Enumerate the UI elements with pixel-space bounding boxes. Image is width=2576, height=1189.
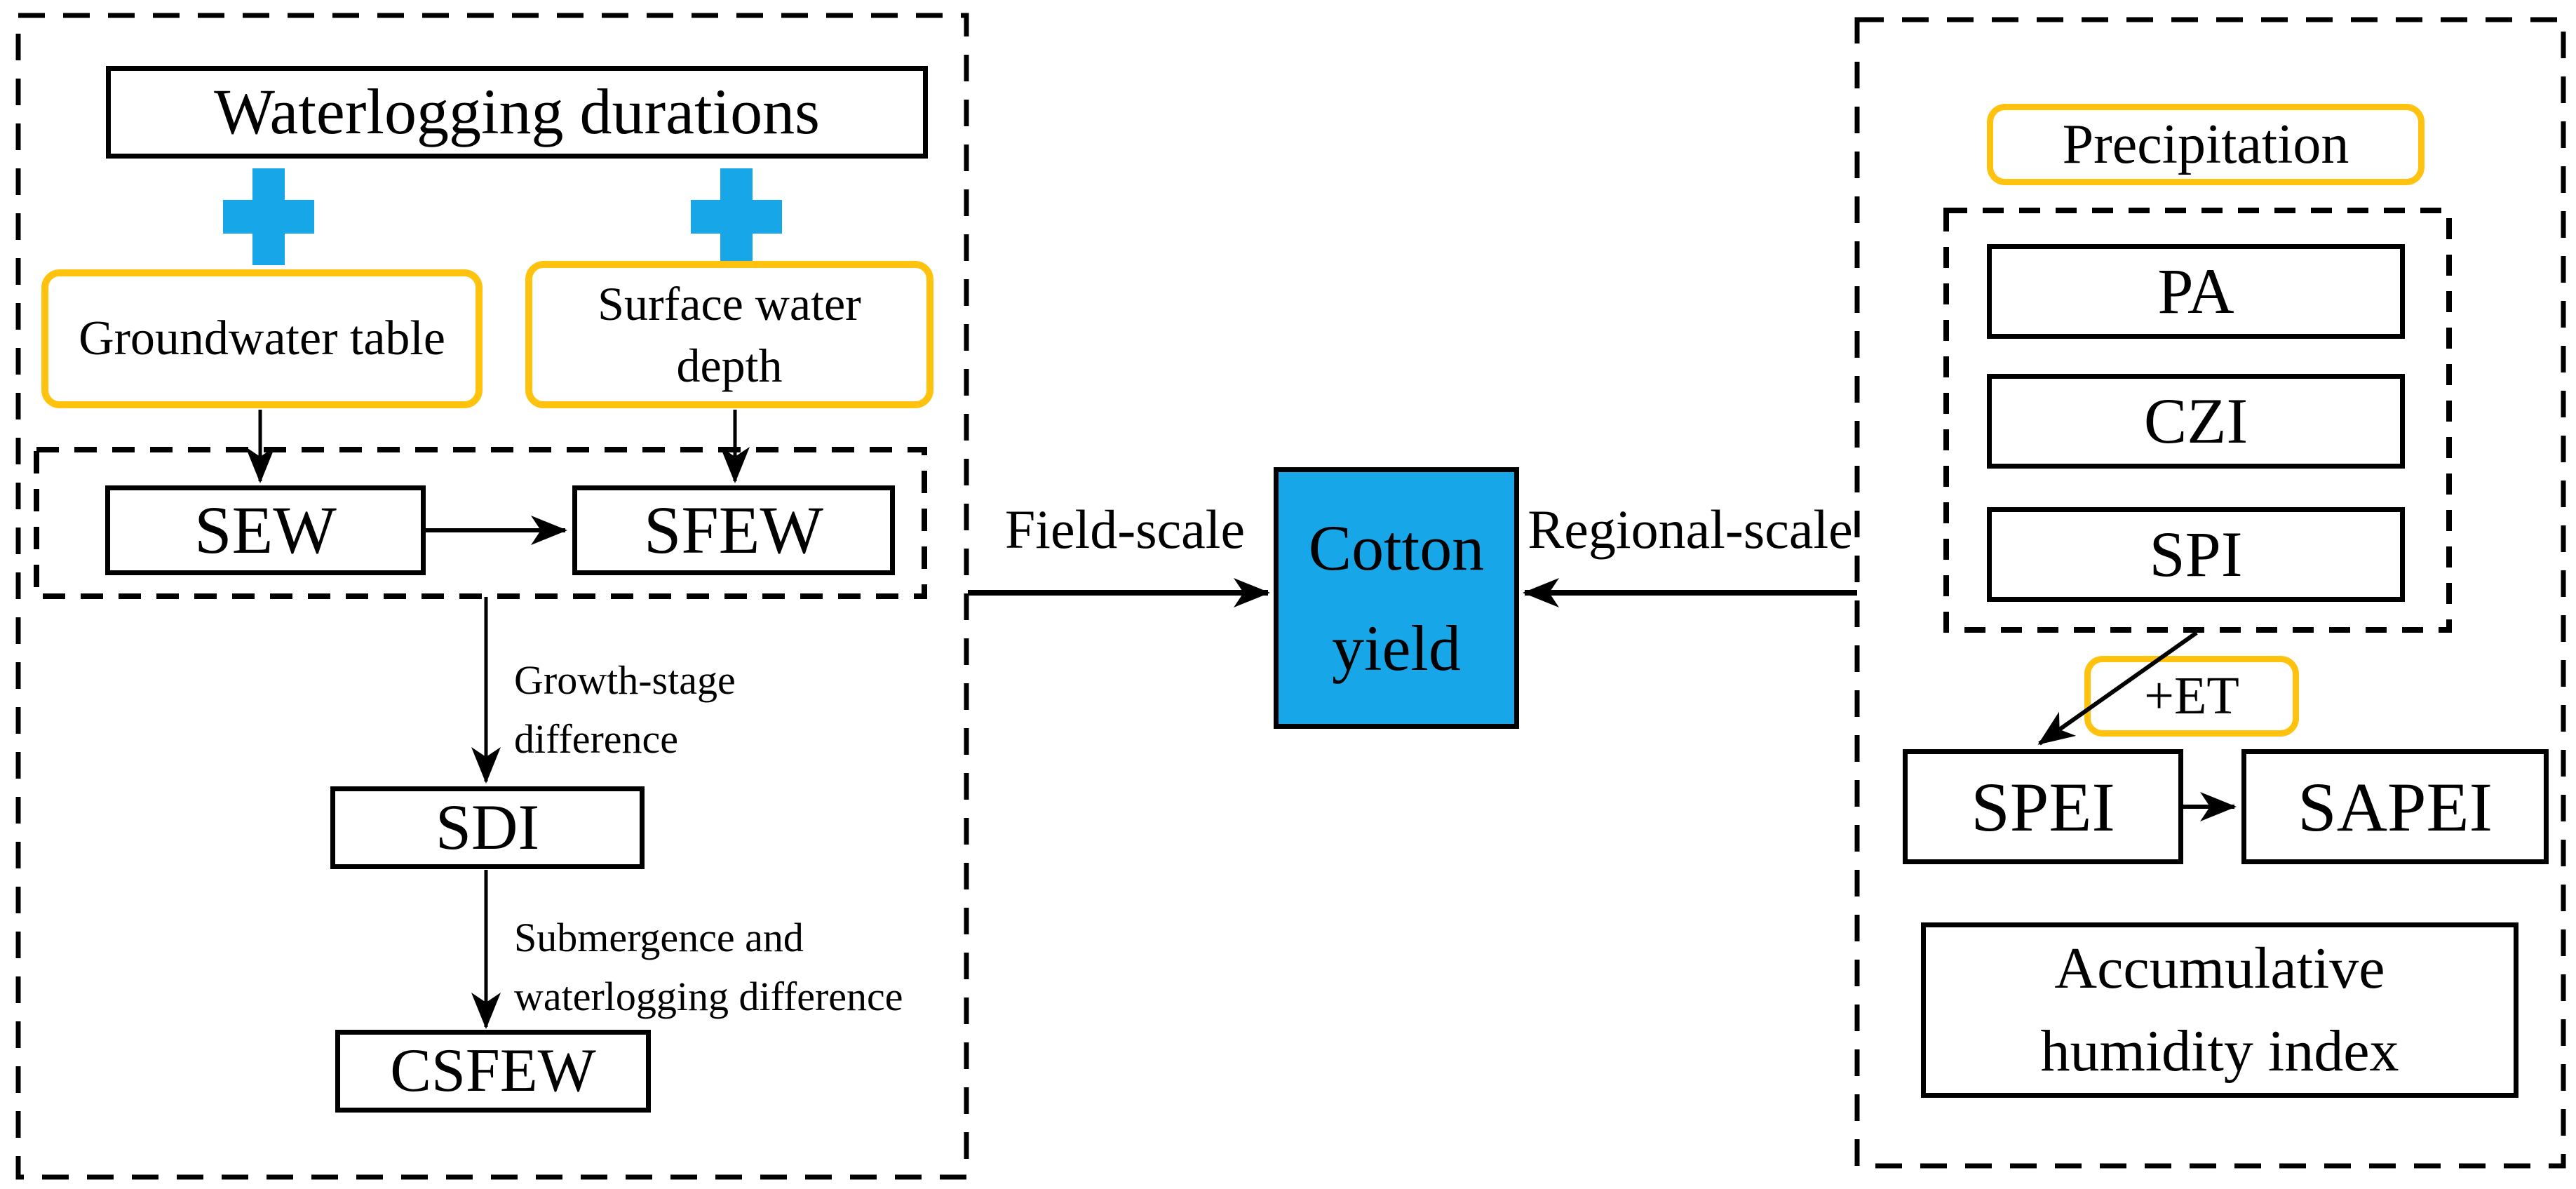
precipitation-label: Precipitation	[2062, 114, 2349, 175]
spei-box: SPEI	[1903, 749, 2183, 864]
sfew-label: SFEW	[643, 492, 824, 567]
plus-icon	[691, 168, 782, 265]
czi-label: CZI	[2143, 384, 2248, 457]
surface-water-depth-line2: depth	[676, 339, 783, 392]
surface-water-depth-box: Surface water depth	[525, 261, 933, 408]
plus-icon-horizontal-bar	[223, 200, 314, 234]
spi-label: SPI	[2149, 518, 2243, 590]
spi-box: SPI	[1987, 507, 2405, 602]
et-box: +ET	[2084, 656, 2299, 737]
surface-water-depth-line1: Surface water	[598, 276, 861, 330]
sew-label: SEW	[194, 492, 337, 567]
plus-icon-horizontal-bar	[691, 200, 782, 234]
sdi-label: SDI	[435, 791, 540, 864]
growth-stage-note: Growth-stage difference	[514, 651, 736, 769]
field-scale-text: Field-scale	[1004, 499, 1246, 560]
submergence-note-line2: waterlogging difference	[514, 974, 903, 1020]
sfew-box: SFEW	[572, 485, 895, 575]
cotton-yield-line1: Cotton	[1308, 511, 1485, 584]
cotton-yield-box: Cotton yield	[1274, 467, 1519, 729]
sew-box: SEW	[105, 485, 426, 575]
pa-box: PA	[1987, 244, 2405, 339]
et-label: +ET	[2144, 666, 2239, 725]
spei-label: SPEI	[1971, 767, 2115, 846]
humidity-line1: Accumulative	[2054, 936, 2385, 1002]
submergence-note: Submergence and waterlogging difference	[514, 908, 903, 1026]
czi-box: CZI	[1987, 374, 2405, 469]
regional-scale-label: Regional-scale	[1520, 499, 1860, 560]
sapei-box: SAPEI	[2241, 749, 2549, 864]
groundwater-table-box: Groundwater table	[41, 269, 483, 408]
cotton-yield-line2: yield	[1332, 612, 1461, 684]
groundwater-table-label: Groundwater table	[79, 311, 445, 365]
sapei-label: SAPEI	[2298, 767, 2493, 846]
regional-scale-text: Regional-scale	[1528, 499, 1853, 560]
precipitation-box: Precipitation	[1987, 104, 2425, 185]
growth-stage-note-line2: difference	[514, 716, 678, 763]
csfew-label: CSFEW	[390, 1037, 596, 1106]
pa-label: PA	[2157, 255, 2234, 327]
accumulative-humidity-index-box: Accumulative humidity index	[1921, 922, 2518, 1098]
csfew-box: CSFEW	[335, 1030, 651, 1113]
plus-icon	[223, 168, 314, 265]
field-scale-label: Field-scale	[996, 499, 1254, 560]
growth-stage-note-line1: Growth-stage	[514, 657, 736, 703]
sdi-box: SDI	[330, 786, 645, 869]
humidity-line2: humidity index	[2040, 1019, 2399, 1084]
waterlogging-durations-label: Waterlogging durations	[214, 76, 820, 148]
waterlogging-durations-box: Waterlogging durations	[106, 66, 928, 159]
submergence-note-line1: Submergence and	[514, 915, 804, 960]
